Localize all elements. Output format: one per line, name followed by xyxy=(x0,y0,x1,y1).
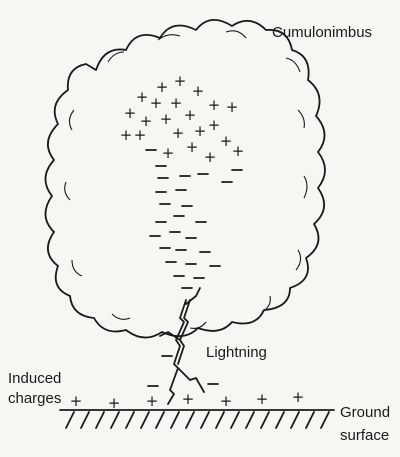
ground-surface-label-line1: Ground xyxy=(340,404,391,421)
plus-mark: + xyxy=(174,72,187,90)
plus-mark: + xyxy=(108,394,121,412)
plus-mark: + xyxy=(146,392,159,410)
plus-mark: + xyxy=(208,96,221,114)
induced-charges-label-line1: Induced xyxy=(8,370,62,387)
cumulonimbus-label: Cumulonimbus xyxy=(272,24,373,41)
plus-mark: + xyxy=(220,392,233,410)
plus-mark: + xyxy=(156,78,169,96)
plus-mark: + xyxy=(192,82,205,100)
negative-charges-cloud xyxy=(145,149,243,289)
plus-mark: + xyxy=(182,390,195,408)
plus-mark: + xyxy=(162,144,175,162)
plus-mark: + xyxy=(194,122,207,140)
ground-surface-label-line2: surface xyxy=(340,427,390,444)
plus-mark: + xyxy=(124,104,137,122)
cumulonimbus-cloud-outline xyxy=(44,19,326,339)
plus-mark: + xyxy=(140,112,153,130)
plus-mark: + xyxy=(208,116,221,134)
plus-mark: + xyxy=(232,142,245,160)
plus-mark: + xyxy=(256,390,269,408)
lightning-bolt xyxy=(159,287,205,405)
plus-mark: + xyxy=(226,98,239,116)
plus-mark: + xyxy=(186,138,199,156)
plus-mark: + xyxy=(150,94,163,112)
induced-charges-label-line2: charges xyxy=(8,390,62,407)
lightning-label: Lightning xyxy=(206,344,267,361)
plus-mark: + xyxy=(184,106,197,124)
ground-surface xyxy=(59,409,335,429)
plus-mark: + xyxy=(134,126,147,144)
plus-mark: + xyxy=(160,110,173,128)
plus-mark: + xyxy=(136,88,149,106)
plus-mark: + xyxy=(120,126,133,144)
plus-mark: + xyxy=(292,388,305,406)
plus-mark: + xyxy=(220,132,233,150)
plus-mark: + xyxy=(204,148,217,166)
plus-mark: + xyxy=(170,94,183,112)
plus-mark: + xyxy=(172,124,185,142)
cloud-inner-scallops xyxy=(64,30,308,329)
plus-mark: + xyxy=(70,392,83,410)
induced-positive-charges: + + + + + + + xyxy=(70,388,305,412)
negative-charges-channel xyxy=(147,355,219,387)
positive-charges-cloud: + + + + + + + + + + + + + + + + + + + + … xyxy=(120,72,245,166)
